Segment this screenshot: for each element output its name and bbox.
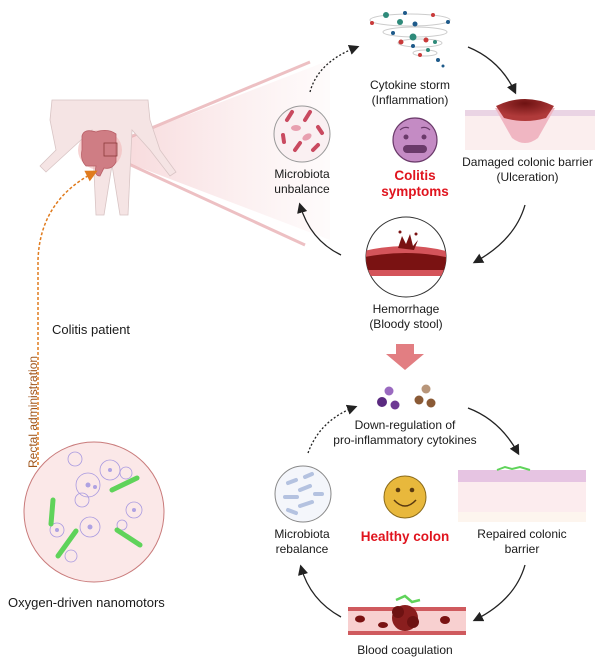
microbiota-unbalance-label: Microbiota unbalance bbox=[274, 167, 330, 196]
blood-coagulation-label: Blood coagulation bbox=[357, 643, 453, 657]
transition-arrow bbox=[386, 344, 424, 370]
arrow-microbiota-to-cytokine bbox=[309, 44, 360, 93]
arrow-damage-to-hemorrhage bbox=[472, 204, 526, 264]
downregulation-label: Down-regulation of pro-inflammatory cyto… bbox=[333, 418, 477, 447]
repaired-barrier-label: Repaired colonic barrier bbox=[477, 527, 567, 556]
arrow-downregulation-to-repair bbox=[467, 407, 520, 456]
happy-face-icon bbox=[383, 475, 427, 519]
hemorrhage-label: Hemorrhage (Bloody stool) bbox=[369, 302, 443, 331]
patient-label: Colitis patient bbox=[52, 322, 131, 337]
colitis-symptoms-label: Colitis symptoms bbox=[381, 168, 449, 199]
arrow-coagulation-to-rebalance bbox=[298, 564, 342, 618]
microbiota-rebalance-label: Microbiota rebalance bbox=[274, 527, 330, 556]
healthy-colon-label: Healthy colon bbox=[360, 529, 450, 544]
patient-body-illustration bbox=[39, 99, 177, 216]
arrow-rebalance-to-downregulation bbox=[307, 404, 358, 454]
damaged-barrier-label: Damaged colonic barrier (Ulceration) bbox=[462, 155, 593, 184]
microbiota-rebalance-illustration bbox=[274, 465, 332, 523]
microbiota-unbalance-illustration bbox=[273, 105, 331, 163]
arrow-hemorrhage-to-microbiota bbox=[297, 202, 342, 256]
zoom-region-box bbox=[103, 142, 118, 157]
arrow-cytokine-to-damage bbox=[467, 46, 517, 95]
repaired-barrier-illustration bbox=[458, 465, 586, 522]
cytokine-storm-illustration bbox=[369, 11, 451, 68]
rectal-administration-arrow bbox=[37, 170, 98, 465]
rectal-administration-label: Rectal administration bbox=[26, 355, 40, 468]
hemorrhage-illustration bbox=[365, 216, 447, 298]
blood-coagulation-illustration bbox=[348, 594, 466, 635]
cytokine-storm-label: Cytokine storm (Inflammation) bbox=[369, 78, 451, 107]
nanomotor-label: Oxygen-driven nanomotors bbox=[8, 595, 165, 610]
arrow-repair-to-coagulation bbox=[472, 564, 526, 622]
cytokine-particles-illustration bbox=[377, 384, 436, 410]
nanomotor-illustration bbox=[23, 441, 165, 583]
sad-face-icon bbox=[392, 117, 438, 163]
damaged-barrier-illustration bbox=[465, 99, 595, 150]
